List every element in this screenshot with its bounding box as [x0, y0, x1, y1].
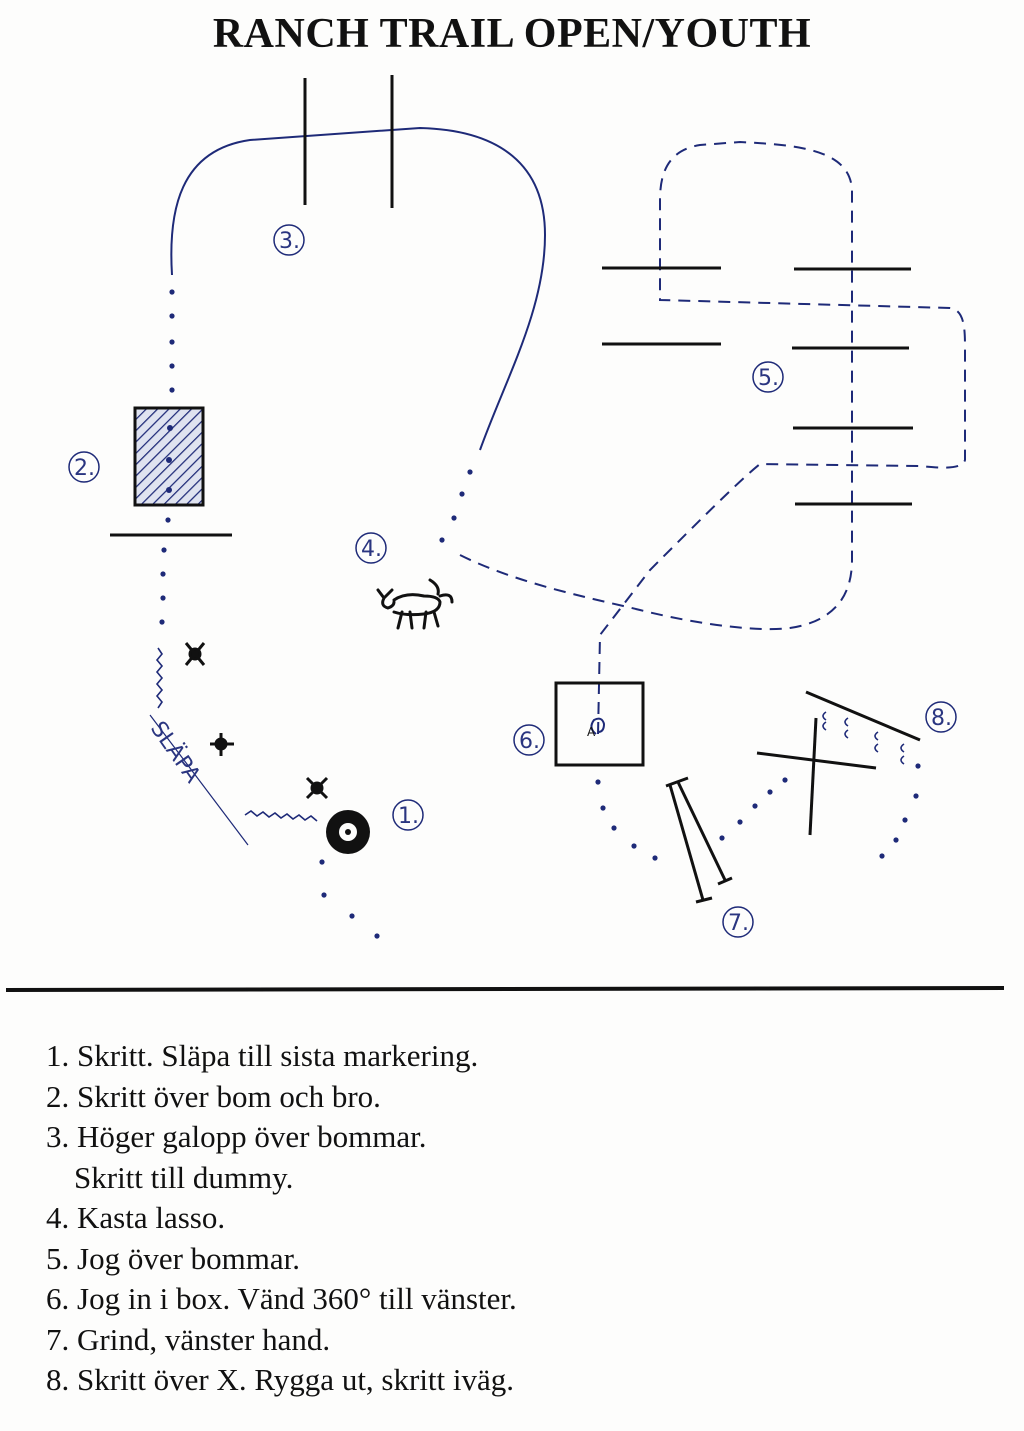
svg-text:8.: 8.: [931, 706, 952, 731]
cone-marker-icon: [305, 776, 329, 800]
page-title: RANCH TRAIL OPEN/YOUTH: [212, 11, 812, 57]
station-label-6: 6.: [513, 724, 545, 756]
box-icon: [554, 681, 645, 767]
svg-text:4.: 4.: [361, 537, 382, 562]
box-marker: A: [587, 725, 596, 739]
instruction-item: 2. Skritt över bom och bro.: [46, 1078, 381, 1114]
svg-text:5.: 5.: [758, 366, 779, 391]
instruction-item: 6. Jog in i box. Vänd 360° till vänster.: [46, 1281, 517, 1316]
svg-text:7.: 7.: [728, 911, 749, 936]
cow-dummy-icon: [376, 578, 454, 630]
drag-underline: [149, 714, 249, 846]
instruction-item: 4. Kasta lasso.: [46, 1200, 226, 1235]
route-dots-left: [159, 289, 380, 939]
cone-marker-icon: [210, 733, 234, 756]
trail-course-diagram: SLÄPA: [5, 75, 1005, 992]
instruction-item: 5. Jog över bommar.: [46, 1240, 300, 1276]
cone-marker-icon: [184, 642, 206, 666]
route-jog-loop: [459, 140, 966, 736]
instruction-item: 3. Höger galopp över bommar.: [46, 1119, 427, 1154]
route-canter-loop: [170, 126, 547, 451]
station-label-3: 3.: [273, 224, 305, 256]
station-label-2: 2.: [68, 451, 100, 483]
instruction-item: 1. Skritt. Släpa till sista markering.: [46, 1038, 479, 1073]
station-label-1: 1.: [392, 799, 424, 831]
svg-text:3.: 3.: [279, 229, 300, 254]
backup-marks: [822, 711, 905, 765]
section-divider: [5, 986, 1005, 992]
log-circle-icon: [326, 810, 370, 854]
instruction-list: 1. Skritt. Släpa till sista markering. 2…: [46, 1036, 517, 1401]
svg-text:6.: 6.: [519, 729, 540, 754]
instruction-item: Skritt till dummy.: [74, 1159, 294, 1195]
svg-text:1.: 1.: [398, 804, 419, 829]
route-dots-right: [595, 763, 921, 861]
station-5-poles: [602, 266, 913, 506]
gate-icon: [665, 776, 733, 904]
station-label-7: 7.: [722, 906, 754, 938]
station-label-5: 5.: [752, 361, 784, 393]
route-dots-center: [439, 469, 473, 543]
turn-arrow-icon: [590, 717, 606, 735]
instruction-item: 8. Skritt över X. Rygga ut, skritt iväg.: [46, 1362, 515, 1397]
svg-text:2.: 2.: [74, 456, 95, 481]
drag-label: SLÄPA: [145, 717, 206, 788]
drag-path: [155, 647, 318, 822]
instruction-item: 7. Grind, vänster hand.: [46, 1321, 331, 1357]
station-label-4: 4.: [355, 532, 387, 564]
x-poles-icon: [756, 690, 921, 836]
station-label-8: 8.: [925, 701, 957, 733]
